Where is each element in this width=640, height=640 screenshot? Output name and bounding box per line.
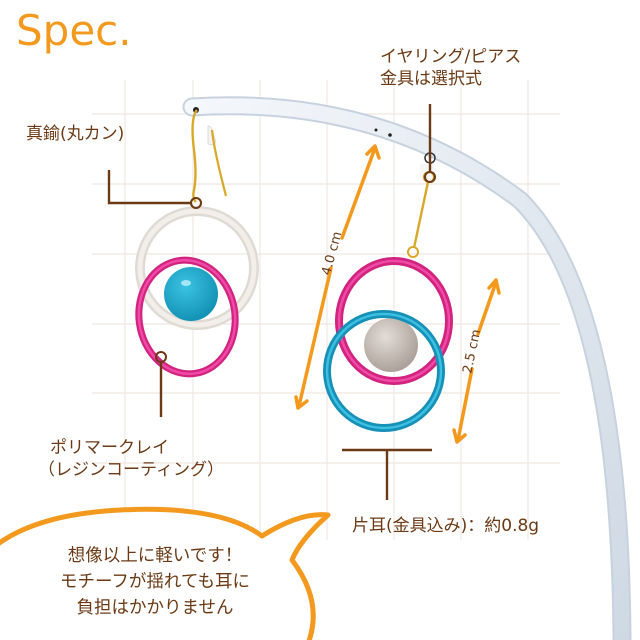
speech-bubble-text: 想像以上に軽いです！ モチーフが揺れても耳に 負担はかかりません: [20, 543, 290, 621]
left-earring: [135, 109, 259, 378]
speech-bubble: [0, 506, 331, 640]
hook-choice-line1: イヤリング/ピアス: [380, 47, 522, 67]
material-line2: （レジンコーティング）: [38, 460, 224, 480]
right-earring: [323, 152, 453, 432]
dimension-arrows: [294, 144, 501, 444]
bubble-line1: 想像以上に軽いです！: [67, 546, 243, 566]
bubble-line2: モチーフが揺れても耳に: [59, 572, 251, 592]
weight-label: 片耳(金具込み)：約0.8g: [352, 516, 540, 536]
bubble-line3: 負担はかかりません: [76, 598, 234, 618]
page-title: Spec.: [16, 6, 132, 55]
jump-ring-label: 真鍮(丸カン): [26, 124, 125, 144]
hook-choice-label: イヤリング/ピアス 金具は選択式: [380, 46, 521, 90]
material-label: ポリマークレイ （レジンコーティング）: [38, 437, 224, 481]
leader-lines: [107, 104, 436, 500]
hook-choice-line2: 金具は選択式: [380, 69, 482, 89]
material-line1: ポリマークレイ: [50, 438, 169, 458]
